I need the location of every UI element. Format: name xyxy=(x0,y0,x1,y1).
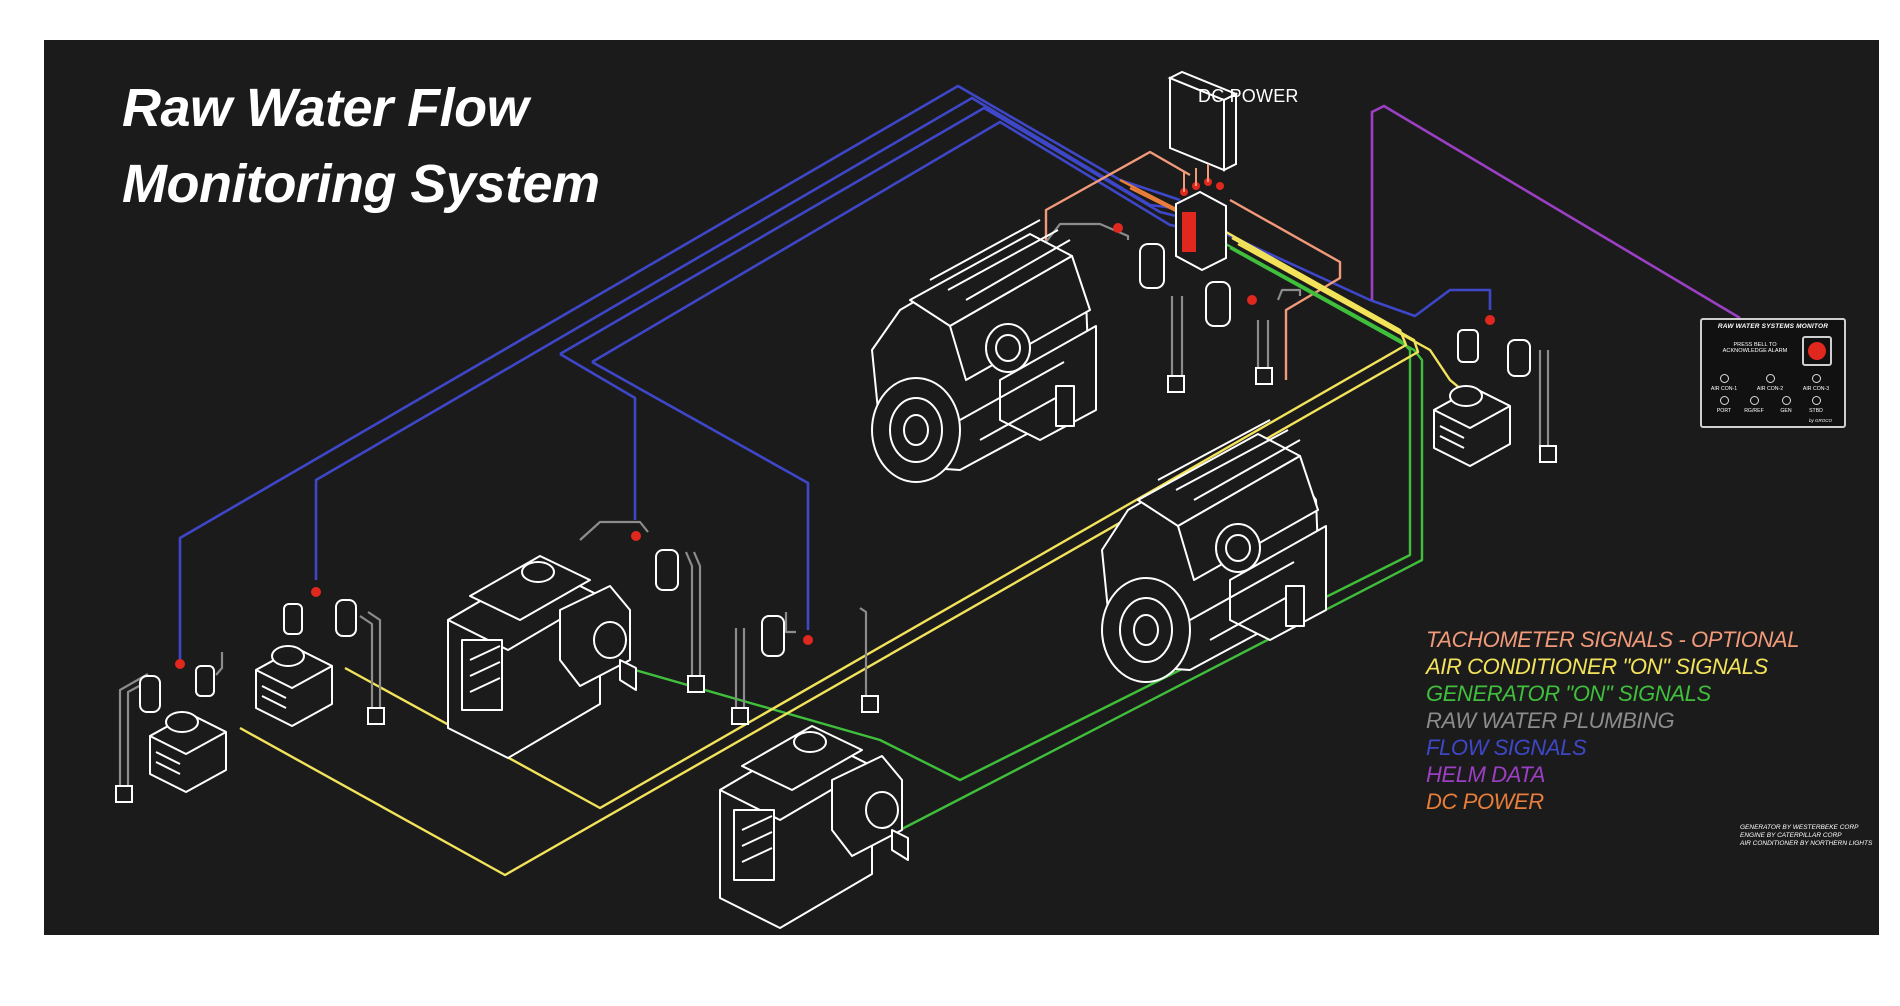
legend-air-conditioner: AIR CONDITIONER "ON" SIGNALS xyxy=(1426,654,1768,679)
credit-air-conditioner: AIR CONDITIONER BY NORTHERN LIGHTS xyxy=(1740,840,1873,847)
monitor-label-gen: GEN xyxy=(1780,408,1792,414)
led-air-con-1 xyxy=(1720,374,1729,383)
dc-power-lines xyxy=(1119,178,1183,216)
diagram-title: Raw Water Flow Monitoring System xyxy=(122,70,600,222)
legend-helm-data: HELM DATA xyxy=(1426,762,1546,787)
monitor-maker: by GROCO xyxy=(1808,418,1832,423)
title-line-1: Raw Water Flow xyxy=(122,78,529,138)
led-air-con-3 xyxy=(1812,374,1821,383)
monitor-label-air-con-2: AIR CON-2 xyxy=(1756,386,1784,392)
main-engine-starboard xyxy=(1101,419,1327,683)
led-rg-ref xyxy=(1750,396,1759,405)
monitor-label-air-con-1: AIR CON-1 xyxy=(1710,386,1738,392)
dc-power-supply xyxy=(1167,70,1239,172)
strainer-units xyxy=(139,243,1531,713)
legend-tachometer: TACHOMETER SIGNALS - OPTIONAL xyxy=(1426,627,1800,652)
credit-generator: GENERATOR BY WESTERBEKE CORP xyxy=(1740,824,1859,831)
air-conditioner-one xyxy=(149,711,227,793)
alarm-bell-button[interactable] xyxy=(1802,336,1832,366)
air-conditioner-three xyxy=(1433,385,1511,467)
tachometer-lines xyxy=(1044,150,1342,380)
led-air-con-2 xyxy=(1766,374,1775,383)
raw-water-systems-monitor: RAW WATER SYSTEMS MONITOR PRESS BELL TO … xyxy=(1700,318,1846,428)
monitor-instruction: PRESS BELL TO ACKNOWLEDGE ALARM xyxy=(1722,342,1788,354)
central-controller xyxy=(1175,164,1227,272)
led-stbd xyxy=(1812,396,1821,405)
monitor-label-rg-ref: RG/REF xyxy=(1744,408,1764,414)
main-engine-port xyxy=(871,219,1097,483)
credit-engine: ENGINE BY CATERPILLAR CORP xyxy=(1740,832,1842,839)
monitor-label-port: PORT xyxy=(1716,408,1732,414)
legend-plumbing: RAW WATER PLUMBING xyxy=(1426,708,1675,733)
led-gen xyxy=(1782,396,1791,405)
monitor-label-stbd: STBD xyxy=(1809,408,1823,414)
seacock-valves xyxy=(115,367,1557,803)
legend-generator: GENERATOR "ON" SIGNALS xyxy=(1426,681,1711,706)
air-conditioner-two xyxy=(255,645,333,727)
flow-sensors xyxy=(175,223,1495,669)
legend: TACHOMETER SIGNALS - OPTIONAL AIR CONDIT… xyxy=(1426,626,1799,815)
helm-data-line xyxy=(1370,104,1741,320)
diagram-panel xyxy=(44,40,1879,935)
generator-two xyxy=(719,725,909,929)
monitor-title: RAW WATER SYSTEMS MONITOR xyxy=(1717,323,1829,330)
manufacturer-credits: GENERATOR BY WESTERBEKE CORP ENGINE BY C… xyxy=(1740,824,1872,848)
dc-power-label: DC POWER xyxy=(1198,86,1299,106)
monitor-label-air-con-3: AIR CON-3 xyxy=(1802,386,1830,392)
legend-dc-power: DC POWER xyxy=(1426,789,1544,814)
led-port xyxy=(1720,396,1729,405)
legend-flow-signals: FLOW SIGNALS xyxy=(1426,735,1587,760)
title-line-2: Monitoring System xyxy=(122,154,600,214)
generator-one xyxy=(447,555,637,759)
